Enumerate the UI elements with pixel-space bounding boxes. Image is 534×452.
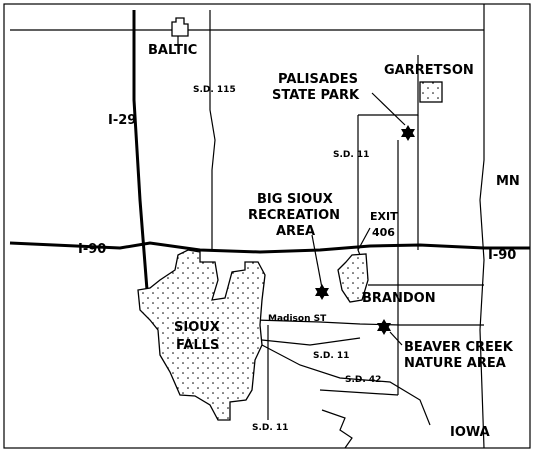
highway-label-i90-east: I-90 <box>488 248 516 263</box>
brandon-boundary <box>337 253 369 303</box>
state-border-mn <box>479 4 485 449</box>
road-south-west <box>319 389 399 396</box>
road-madison <box>254 319 484 326</box>
city-label-garretson: GARRETSON <box>384 63 474 78</box>
highway-label-sd42: S.D. 42 <box>345 375 381 385</box>
highway-label-sd11-mid: S.D. 11 <box>313 351 349 361</box>
exit-label-1: EXIT <box>370 210 398 223</box>
highway-label-sd115: S.D. 115 <box>193 85 236 95</box>
city-label-brandon: BRANDON <box>362 291 436 306</box>
iowa-border <box>321 409 353 449</box>
baltic-boundary <box>171 17 189 37</box>
highway-label-i90-west: I-90 <box>78 242 106 257</box>
big-sioux-leader <box>311 234 323 289</box>
road-sd115 <box>209 10 216 250</box>
park-label-palisades-1: PALISADES <box>278 72 358 87</box>
road-sd11-mid <box>261 337 361 346</box>
sioux-falls-boundary <box>137 249 266 421</box>
beaver-creek-leader <box>389 331 403 346</box>
highway-label-sd11-north: S.D. 11 <box>333 150 369 160</box>
exit-label-2: 406 <box>372 226 395 239</box>
highway-label-i29: I-29 <box>108 113 136 128</box>
city-label-sioux-falls-1: SIOUX <box>174 320 220 335</box>
street-label-madison: Madison ST <box>268 314 327 324</box>
exit-leader <box>357 227 371 251</box>
palisades-leader <box>371 92 406 126</box>
park-label-big-sioux-3: AREA <box>276 224 315 239</box>
park-label-beaver-creek-2: NATURE AREA <box>404 356 506 371</box>
park-label-beaver-creek-1: BEAVER CREEK <box>404 340 514 355</box>
park-label-big-sioux-2: RECREATION <box>248 208 340 223</box>
state-label-mn: MN <box>496 174 520 189</box>
park-label-big-sioux-1: BIG SIOUX <box>257 192 333 207</box>
road-sd42 <box>261 344 431 426</box>
city-label-baltic: BALTIC <box>148 43 197 58</box>
palisades-park-icon <box>401 125 415 141</box>
highway-label-sd11-south: S.D. 11 <box>252 423 288 433</box>
state-label-iowa: IOWA <box>450 425 490 440</box>
big-sioux-park-icon <box>315 284 329 300</box>
city-label-sioux-falls-2: FALLS <box>176 338 219 353</box>
beaver-creek-park-icon <box>377 319 391 335</box>
map-frame <box>3 3 531 449</box>
garretson-boundary <box>419 81 443 103</box>
park-label-palisades-2: STATE PARK <box>272 88 360 103</box>
highway-i90 <box>9 241 530 254</box>
